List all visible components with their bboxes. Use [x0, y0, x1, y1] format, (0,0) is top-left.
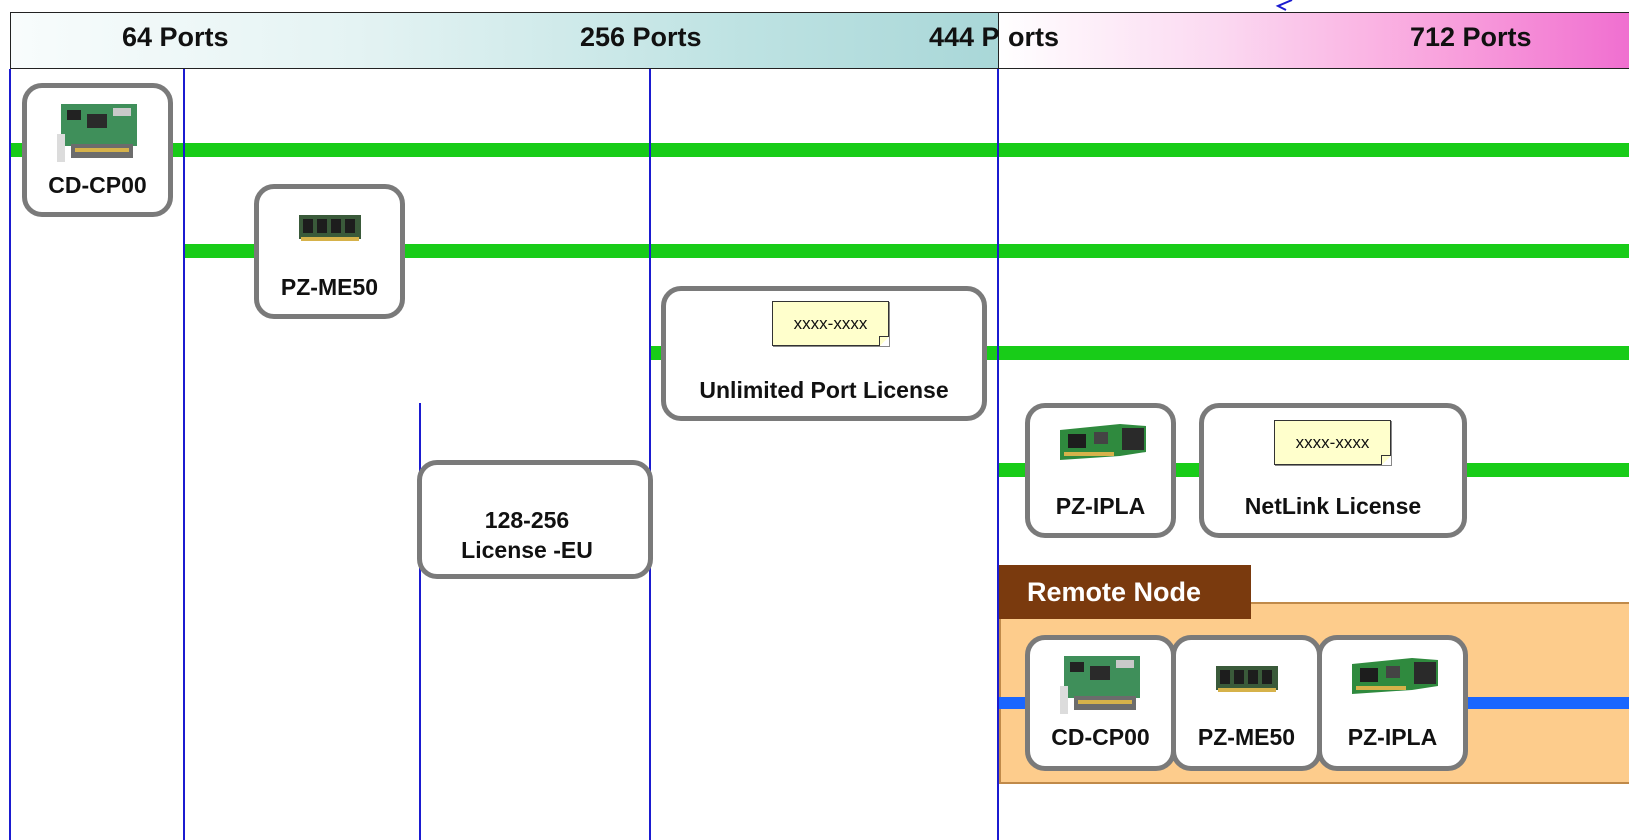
- pz-me50-label: PZ-ME50: [280, 274, 379, 300]
- divider-left-edge: [9, 69, 11, 840]
- remote-node-title: Remote Node: [999, 565, 1251, 619]
- component-pz-me50: PZ-ME50: [254, 184, 405, 319]
- circuit-board-icon: [57, 104, 137, 162]
- remote-pz-ipla-label: PZ-IPLA: [1347, 724, 1438, 750]
- remote-component-pz-ipla: PZ-IPLA: [1317, 635, 1468, 771]
- divider-256-ports: [649, 69, 651, 840]
- netlink-key-text: xxxx-xxxx: [1295, 432, 1370, 452]
- divider-128-ports: [419, 403, 421, 840]
- divider-64-ports: [183, 69, 185, 840]
- circuit-board-icon: [1060, 656, 1140, 714]
- license-eu-line1: 128-256: [484, 507, 570, 533]
- remote-cd-cp00-label: CD-CP00: [1051, 724, 1150, 750]
- capacity-line-cp00: [10, 143, 1629, 157]
- capacity-line-me50: [184, 244, 1629, 258]
- arrow-fragment-icon: [1275, 0, 1293, 11]
- component-pz-ipla: PZ-IPLA: [1025, 403, 1176, 538]
- component-cd-cp00: CD-CP00: [22, 83, 173, 217]
- header-256-ports: 256 Ports: [580, 22, 702, 52]
- header-444-ports-part2: orts: [1008, 22, 1060, 52]
- remote-component-pz-me50: PZ-ME50: [1171, 635, 1322, 771]
- pz-ipla-label: PZ-IPLA: [1055, 493, 1146, 519]
- memory-module-icon: [299, 215, 361, 241]
- license-key-text: xxxx-xxxx: [793, 313, 868, 333]
- license-eu-line2: License -EU: [461, 537, 593, 563]
- header-bar-right: [998, 12, 1629, 69]
- header-bar-left: [10, 12, 999, 69]
- component-netlink-license: xxxx-xxxx NetLink License: [1199, 403, 1467, 538]
- header-712-ports: 712 Ports: [1410, 22, 1532, 52]
- network-card-icon: [1060, 424, 1146, 460]
- header-64-ports: 64 Ports: [122, 22, 229, 52]
- component-unlimited-port-license: xxxx-xxxx Unlimited Port License: [661, 286, 987, 421]
- unlimited-port-license-label: Unlimited Port License: [699, 377, 949, 403]
- cd-cp00-label: CD-CP00: [48, 172, 147, 198]
- license-key-card-icon: xxxx-xxxx: [772, 301, 889, 346]
- divider-444-ports: [997, 69, 999, 840]
- network-card-icon: [1352, 658, 1438, 694]
- header-444-ports-part1: 444 P: [929, 22, 1000, 52]
- memory-module-icon: [1216, 666, 1278, 692]
- netlink-license-label: NetLink License: [1244, 493, 1422, 519]
- component-license-eu: 128-256 License -EU: [417, 460, 653, 579]
- remote-pz-me50-label: PZ-ME50: [1197, 724, 1296, 750]
- netlink-key-card-icon: xxxx-xxxx: [1274, 420, 1391, 465]
- remote-component-cd-cp00: CD-CP00: [1025, 635, 1176, 771]
